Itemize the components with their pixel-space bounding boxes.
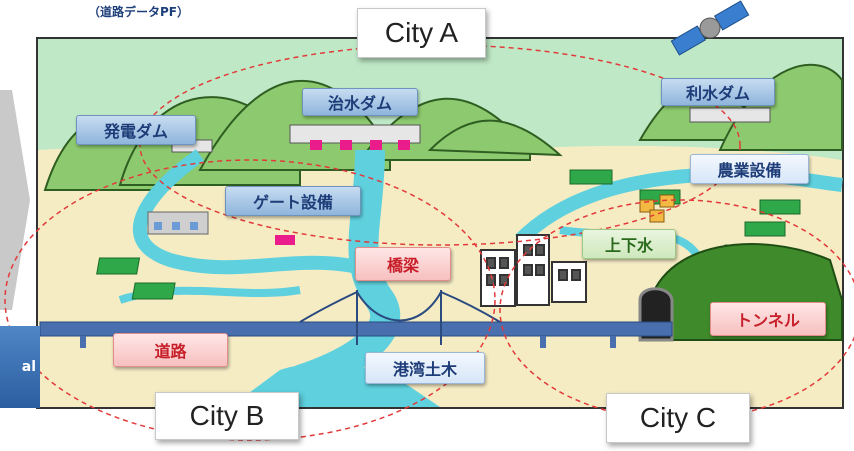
header-note: （道路データPF） — [88, 5, 189, 19]
bridge — [299, 290, 501, 345]
chisui-dam-label: 治水ダム — [302, 88, 418, 116]
doro-label: 道路 — [113, 333, 228, 367]
city-c-zone — [499, 199, 854, 421]
gate-facility — [147, 211, 295, 245]
nogyo-facility-label: 農業設備 — [690, 154, 809, 184]
satellite-icon — [670, 0, 750, 56]
city-c-label: City C — [606, 393, 750, 443]
tunnel-label: トンネル — [710, 302, 826, 336]
city-b-zone — [4, 159, 496, 441]
gate-facility-label: ゲート設備 — [225, 186, 361, 216]
city-a-label: City A — [357, 8, 486, 58]
josuido-label: 上下水 — [582, 229, 676, 259]
kowan-label: 港湾土木 — [365, 352, 485, 384]
city-b-label: City B — [155, 392, 299, 440]
risui-dam-label: 利水ダム — [661, 78, 775, 106]
chevron-arrow-icon — [0, 90, 30, 310]
hatsuden-dam-label: 発電ダム — [76, 115, 196, 145]
side-tab: al — [0, 326, 40, 408]
city-buildings — [480, 234, 587, 307]
kyoryo-label: 橋梁 — [355, 247, 451, 281]
chisui-dam-wall — [289, 124, 421, 144]
